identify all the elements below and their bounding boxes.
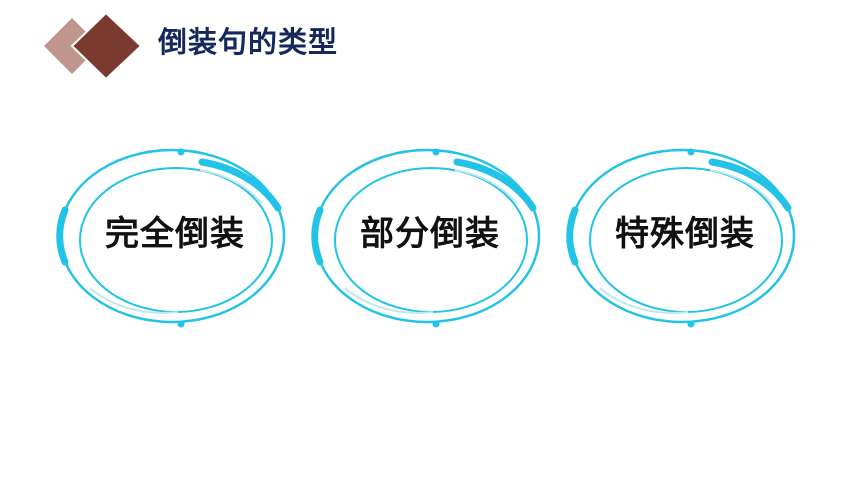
slide-header: 倒装句的类型 bbox=[0, 0, 860, 90]
type-card-full-inversion[interactable]: 完全倒装 bbox=[50, 140, 300, 340]
inversion-types: 完全倒装 部分倒装 特殊倒装 bbox=[0, 140, 860, 340]
type-label: 部分倒装 bbox=[360, 214, 500, 254]
double-ring-icon bbox=[311, 148, 541, 328]
type-label: 特殊倒装 bbox=[615, 214, 755, 254]
type-card-partial-inversion[interactable]: 部分倒装 bbox=[305, 140, 555, 340]
type-card-special-inversion[interactable]: 特殊倒装 bbox=[560, 140, 810, 340]
type-label: 完全倒装 bbox=[105, 214, 245, 254]
double-ring-icon bbox=[566, 148, 796, 328]
diamond-dark bbox=[70, 11, 143, 78]
double-ring-icon bbox=[56, 148, 286, 328]
diamond-pair-icon bbox=[44, 11, 143, 78]
page-title: 倒装句的类型 bbox=[158, 25, 339, 59]
